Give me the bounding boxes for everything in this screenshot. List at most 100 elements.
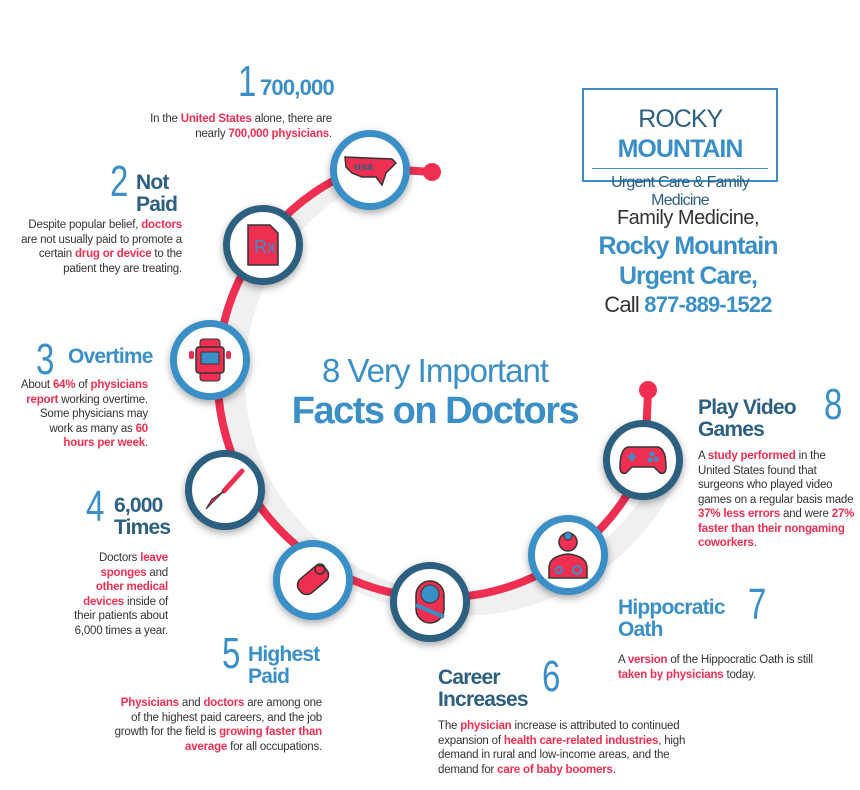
fact-2-circle: Rx — [223, 205, 303, 285]
body-text: of — [75, 379, 91, 391]
body-text: . — [329, 127, 332, 140]
doctor-icon — [548, 531, 588, 579]
fact-3-circle — [170, 320, 250, 400]
highlight-text: 64% — [52, 379, 76, 391]
body-text: of the Hippocratic Oath is still — [667, 654, 813, 666]
fact-5-circle — [273, 540, 353, 620]
body-text: About — [20, 379, 53, 391]
fact-heading: Play Video Games — [698, 396, 797, 441]
highlight-text: other medical devices — [83, 581, 168, 608]
fact-3: 3 Overtime About 64% of physicians repor… — [20, 338, 154, 451]
highlight-text: doctors — [203, 697, 245, 709]
fact-body: About 64% of physicians report working o… — [20, 378, 148, 451]
body-text: , high demand in rural and low-income ar… — [438, 734, 686, 776]
phone-number[interactable]: 877-889-1522 — [644, 292, 772, 317]
fact-6: Career Increases 6 The physician increas… — [438, 655, 698, 777]
logo-word-1: ROCKY — [638, 105, 722, 133]
fact-body: The physician increase is attributed to … — [438, 719, 698, 777]
body-text: A — [698, 450, 708, 462]
body-text: alone, there are nearly — [195, 113, 332, 140]
body-text: . — [753, 537, 757, 549]
fact-1-circle: usa — [330, 130, 410, 210]
highlight-text: physician — [460, 720, 512, 732]
title-line-1: 8 Very Important — [321, 352, 549, 389]
fact-number: 6 — [542, 652, 561, 701]
body-text: increase is attributed to continued expa… — [438, 720, 680, 747]
highlight-text: United States — [180, 113, 252, 125]
fact-body: Doctors leave sponges and other medical … — [70, 551, 168, 638]
fact-body: A version of the Hippocratic Oath is sti… — [618, 653, 818, 682]
diploma-scroll-icon — [296, 563, 330, 596]
body-text: and — [146, 566, 168, 579]
pager-watch-icon — [189, 338, 231, 382]
highlight-text: doctors — [141, 219, 182, 231]
timeline-end-dot — [639, 381, 657, 399]
fact-body: In the United States alone, there are ne… — [120, 112, 332, 141]
fact-heading: Highest Paid — [248, 643, 320, 688]
fact-2: 2 Not Paid Despite popular belief, docto… — [10, 160, 192, 276]
highlight-text: growing faster than average — [185, 726, 322, 753]
fact-number: 2 — [110, 157, 129, 206]
fact-4-circle — [185, 450, 265, 530]
highlight-text: taken by physicians — [618, 668, 724, 681]
body-text: in the United States found that surgeons… — [698, 450, 854, 506]
highlight-text: care of baby boomers — [497, 763, 613, 776]
body-text: A — [618, 654, 628, 666]
body-text: to the patient they are treating. — [63, 248, 182, 275]
highlight-text: physicians report — [26, 379, 148, 406]
fact-8-circle — [603, 420, 683, 500]
svg-text:Rx: Rx — [254, 237, 276, 257]
fact-number: 1 — [238, 57, 257, 106]
fact-body: Physicians and doctors are among one of … — [110, 696, 323, 754]
fact-8: Play Video Games 8 A study performed in … — [698, 383, 858, 551]
highlight-text: leave sponges — [100, 552, 169, 579]
fact-heading: 700,000 — [260, 75, 335, 100]
scalpel-icon — [205, 468, 245, 510]
highlight-text: Physicians — [120, 697, 179, 709]
contact-line-3: Urgent Care, — [618, 262, 758, 290]
fact-heading: Career Increases — [438, 666, 529, 711]
contact-block: Family Medicine, Rocky Mountain Urgent C… — [588, 205, 788, 319]
fact-heading: Hippocratic Oath — [618, 596, 726, 641]
gamepad-icon — [619, 446, 667, 475]
body-text: . — [612, 763, 616, 776]
highlight-text: 27% faster than their nongaming coworker… — [698, 508, 855, 549]
title-line-2: Facts on Doctors — [291, 390, 580, 432]
fact-body: A study performed in the United States f… — [698, 449, 858, 551]
body-text: inside of their patients about 6,000 tim… — [74, 595, 168, 637]
fact-body: Despite popular belief, doctors are not … — [10, 218, 182, 276]
logo: ROCKY MOUNTAIN Urgent Care & Family Medi… — [582, 88, 778, 209]
body-text: Doctors — [99, 552, 141, 564]
body-text: and were — [780, 508, 832, 520]
fact-heading: 6,000 Times — [114, 494, 171, 539]
body-text: working overtime. Some physicians may wo… — [39, 393, 148, 435]
body-text: and — [178, 697, 204, 709]
fact-4: 4 6,000 Times Doctors leave sponges and … — [50, 485, 171, 638]
infographic-title: 8 Very Important Facts on Doctors — [260, 352, 610, 432]
contact-line-2: Rocky Mountain — [598, 232, 778, 260]
prescription-icon: Rx — [247, 224, 279, 266]
body-text: are among one of the highest paid career… — [114, 697, 323, 738]
fact-7: Hippocratic Oath 7 A version of the Hipp… — [618, 583, 828, 682]
fact-number: 7 — [748, 580, 767, 629]
highlight-text: health care-related industries — [503, 734, 659, 747]
logo-tagline: Urgent Care & Family Medicine — [592, 168, 768, 210]
highlight-text: 60 hours per week — [63, 422, 148, 450]
highlight-text: version — [627, 654, 668, 666]
fact-1: 1 700,000 In the United States alone, th… — [120, 57, 335, 141]
logo-word-2: MOUNTAIN — [617, 135, 744, 163]
highlight-text: drug or device — [74, 248, 152, 260]
body-text: Despite popular belief, — [28, 219, 142, 231]
highlight-text: 37% less errors — [698, 508, 781, 520]
highlight-text: study performed — [707, 450, 796, 462]
fact-7-circle — [528, 515, 608, 595]
fact-number: 5 — [222, 629, 241, 678]
contact-line-1: Family Medicine, — [616, 207, 760, 229]
fact-heading: Overtime — [68, 345, 153, 368]
fact-6-circle — [390, 562, 470, 642]
body-text: In the — [150, 113, 181, 125]
usa-map-icon: usa — [344, 156, 398, 187]
svg-text:usa: usa — [354, 161, 374, 173]
body-text: for all occupations. — [227, 740, 322, 753]
fact-number: 8 — [824, 380, 843, 429]
